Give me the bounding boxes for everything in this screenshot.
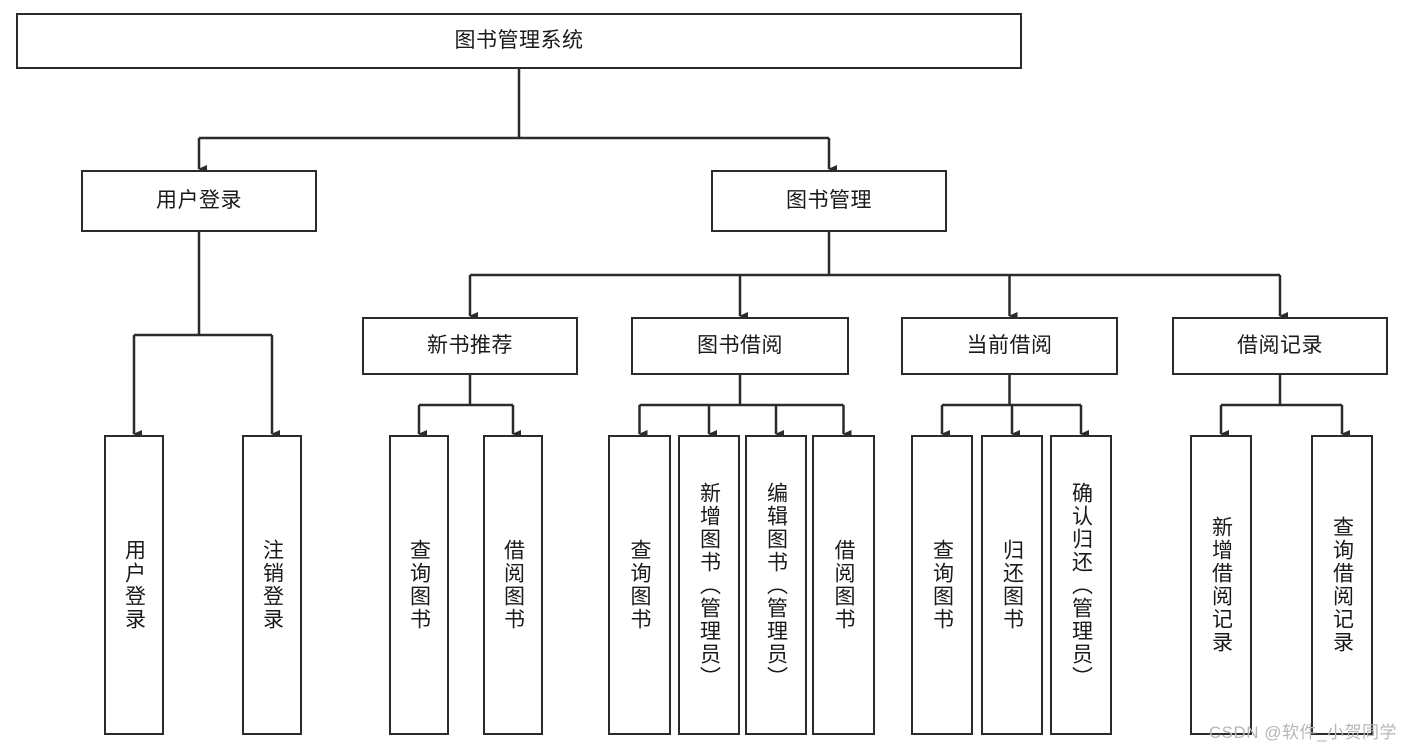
node-leaf-bborrow: 借阅图书: [812, 435, 875, 735]
node-l3-record: 借阅记录: [1172, 317, 1388, 375]
node-leaf-user-login: 用户登录: [104, 435, 164, 735]
watermark-credit: CSDN @软件_小贺同学: [1208, 723, 1397, 742]
node-leaf-cconfirm: 确认归还（管理员）: [1050, 435, 1112, 735]
node-leaf-new-borrow: 借阅图书: [483, 435, 543, 735]
node-label: 借阅图书: [832, 539, 855, 631]
node-label: 新书推荐: [427, 334, 513, 358]
node-label: 借阅图书: [501, 539, 525, 631]
node-label: 注销登录: [260, 539, 284, 631]
node-label: 归还图书: [1000, 539, 1024, 631]
node-leaf-bedit: 编辑图书（管理员）: [745, 435, 807, 735]
node-label: 当前借阅: [966, 334, 1053, 358]
node-leaf-radd: 新增借阅记录: [1190, 435, 1252, 735]
node-leaf-badd: 新增图书（管理员）: [678, 435, 740, 735]
node-l3-borrow: 图书借阅: [631, 317, 849, 375]
node-label: 确认归还（管理员）: [1069, 481, 1093, 689]
node-label: 图书借阅: [697, 334, 783, 358]
node-leaf-creturn: 归还图书: [981, 435, 1043, 735]
node-label: 用户登录: [122, 539, 146, 631]
node-l3-new: 新书推荐: [362, 317, 578, 375]
node-label: 查询图书: [628, 539, 651, 631]
node-label: 图书管理: [786, 189, 872, 213]
node-leaf-rquery: 查询借阅记录: [1311, 435, 1373, 735]
node-leaf-new-query: 查询图书: [389, 435, 449, 735]
node-leaf-cq: 查询图书: [911, 435, 973, 735]
node-label: 借阅记录: [1237, 334, 1323, 358]
node-l3-current: 当前借阅: [901, 317, 1118, 375]
node-label: 新增图书（管理员）: [697, 481, 721, 689]
node-leaf-bq: 查询图书: [608, 435, 671, 735]
node-l2-user: 用户登录: [81, 170, 317, 232]
node-label: 查询图书: [930, 539, 954, 631]
node-label: 新增借阅记录: [1209, 516, 1233, 654]
node-label: 查询图书: [407, 539, 431, 631]
node-label: 图书管理系统: [454, 29, 584, 53]
node-root: 图书管理系统: [16, 13, 1022, 69]
node-leaf-user-logout: 注销登录: [242, 435, 302, 735]
node-l2-book: 图书管理: [711, 170, 947, 232]
node-label: 编辑图书（管理员）: [764, 481, 788, 689]
node-label: 查询借阅记录: [1330, 516, 1354, 654]
node-label: 用户登录: [156, 189, 242, 213]
